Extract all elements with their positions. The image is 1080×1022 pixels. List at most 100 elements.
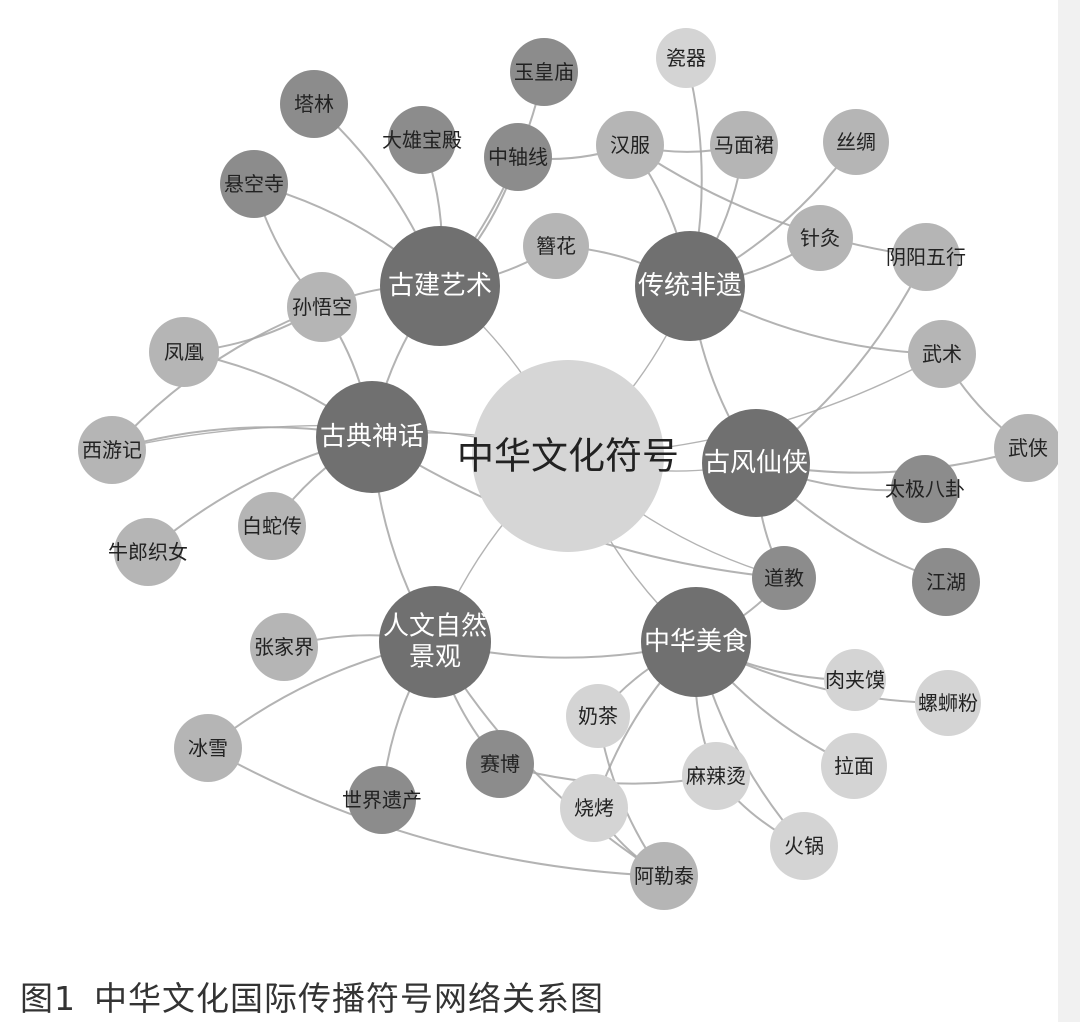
node-xiyouji: 西游记 — [78, 416, 146, 484]
node-yuhuang: 玉皇庙 — [510, 38, 578, 106]
node-circle-sunwukong — [287, 272, 357, 342]
node-circle-talin — [280, 70, 348, 138]
node-circle-cier — [656, 28, 716, 88]
node-jianghu: 江湖 — [912, 548, 980, 616]
node-saibo: 赛博 — [466, 730, 534, 798]
node-label-jianghu: 江湖 — [926, 570, 966, 594]
node-malatang: 麻辣烫 — [682, 742, 750, 810]
node-circle-saibo — [466, 730, 534, 798]
node-label-gudian: 古典神话 — [320, 422, 424, 452]
node-label-naicha: 奶茶 — [578, 704, 618, 728]
node-label-huoguo: 火锅 — [784, 834, 824, 858]
node-zhenjiu: 针灸 — [787, 205, 853, 271]
node-circle-zhongzhou — [484, 123, 552, 191]
node-label-malatang: 麻辣烫 — [686, 764, 746, 788]
node-circle-wushu — [908, 320, 976, 388]
node-label-cier: 瓷器 — [666, 46, 706, 70]
node-circle-xuankong — [220, 150, 288, 218]
node-circle-chuantong — [635, 231, 745, 341]
node-label-renwen: 景观 — [409, 643, 461, 673]
node-xuankong: 悬空寺 — [220, 150, 288, 218]
node-circle-bingxue — [174, 714, 242, 782]
node-label-fenghuang: 凤凰 — [164, 340, 204, 364]
node-label-renwen: 人文自然 — [383, 611, 487, 641]
node-label-gujian: 古建艺术 — [388, 271, 492, 301]
node-circle-renwen — [379, 586, 491, 698]
node-circle-huoguo — [770, 812, 838, 880]
node-label-niulang: 牛郎织女 — [108, 540, 188, 564]
node-circle-baishe — [238, 492, 306, 560]
node-label-lamian: 拉面 — [834, 754, 874, 778]
node-daojiao: 道教 — [752, 546, 816, 610]
node-mamian: 马面裙 — [710, 111, 778, 179]
node-circle-zhanhua — [523, 213, 589, 279]
node-circle-fenghuang — [149, 317, 219, 387]
edge-bingxue-aletai — [207, 747, 665, 877]
node-circle-gufeng — [702, 409, 810, 517]
node-circle-naicha — [566, 684, 630, 748]
node-circle-taiji — [891, 455, 959, 523]
node-naicha: 奶茶 — [566, 684, 630, 748]
figure-caption-text: 中华文化国际传播符号网络关系图 — [94, 979, 604, 1018]
node-sichou: 丝绸 — [823, 109, 889, 175]
node-yinyang: 阴阳五行 — [886, 223, 966, 291]
node-daxiong: 大雄宝殿 — [382, 106, 462, 174]
node-circle-roujiamo — [824, 649, 886, 711]
node-circle-jianghu — [912, 548, 980, 616]
node-fenghuang: 凤凰 — [149, 317, 219, 387]
node-circle-niulang — [114, 518, 182, 586]
node-label-daxiong: 大雄宝殿 — [382, 128, 462, 152]
node-circle-xiyouji — [78, 416, 146, 484]
node-circle-malatang — [682, 742, 750, 810]
figure-caption: 图1 中华文化国际传播符号网络关系图 — [20, 972, 604, 1020]
node-taiji: 太极八卦 — [885, 455, 965, 523]
node-circle-yuhuang — [510, 38, 578, 106]
node-center: 中华文化符号 — [457, 360, 679, 552]
node-gufeng: 古风仙侠 — [702, 409, 810, 517]
page-edge-strip — [1058, 0, 1080, 1022]
node-chuantong: 传统非遗 — [635, 231, 745, 341]
node-wushu: 武术 — [908, 320, 976, 388]
node-wuxia: 武侠 — [994, 414, 1058, 482]
node-label-chuantong: 传统非遗 — [638, 271, 742, 301]
node-circle-shijie — [348, 766, 416, 834]
node-label-luosifen: 螺蛳粉 — [918, 691, 978, 715]
node-circle-mamian — [710, 111, 778, 179]
node-label-shaokao: 烧烤 — [574, 796, 614, 820]
node-shaokao: 烧烤 — [560, 774, 628, 842]
node-circle-gujian — [380, 226, 500, 346]
node-label-zhanhua: 簪花 — [536, 234, 576, 258]
node-talin: 塔林 — [280, 70, 348, 138]
node-label-zhongzhou: 中轴线 — [488, 145, 548, 169]
node-circle-daojiao — [752, 546, 816, 610]
node-label-bingxue: 冰雪 — [188, 736, 228, 760]
figure-number: 图1 — [20, 979, 76, 1018]
node-luosifen: 螺蛳粉 — [915, 670, 981, 736]
node-circle-hanfu — [596, 111, 664, 179]
node-label-gufeng: 古风仙侠 — [704, 448, 808, 478]
node-label-yinyang: 阴阳五行 — [886, 245, 966, 269]
node-label-sichou: 丝绸 — [836, 130, 876, 154]
node-circle-wuxia — [994, 414, 1058, 482]
node-label-zhangjiajie: 张家界 — [254, 635, 314, 659]
node-label-aletai: 阿勒泰 — [634, 864, 694, 888]
node-label-taiji: 太极八卦 — [885, 477, 965, 501]
node-meishi: 中华美食 — [641, 587, 751, 697]
node-label-center: 中华文化符号 — [457, 435, 679, 478]
node-cier: 瓷器 — [656, 28, 716, 88]
node-label-meishi: 中华美食 — [644, 627, 748, 657]
node-circle-gudian — [316, 381, 428, 493]
node-label-zhenjiu: 针灸 — [800, 226, 840, 250]
node-label-roujiamo: 肉夹馍 — [825, 668, 885, 692]
node-label-sunwukong: 孙悟空 — [292, 295, 352, 319]
node-label-saibo: 赛博 — [480, 752, 520, 776]
node-circle-daxiong — [388, 106, 456, 174]
node-label-talin: 塔林 — [294, 92, 334, 116]
node-circle-zhangjiajie — [250, 613, 318, 681]
node-label-daojiao: 道教 — [764, 566, 804, 590]
node-label-wuxia: 武侠 — [1008, 436, 1048, 460]
node-circle-luosifen — [915, 670, 981, 736]
node-label-xuankong: 悬空寺 — [224, 172, 284, 196]
